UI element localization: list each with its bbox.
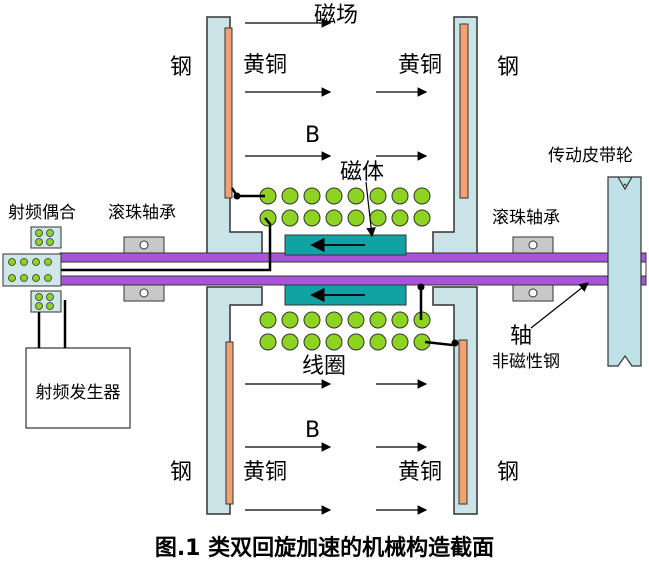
- coil-turn: [325, 333, 343, 351]
- rf-generator-box: [25, 347, 131, 429]
- label-coil: 线圈: [302, 354, 347, 379]
- coil-turn: [303, 333, 321, 351]
- coil-turn: [391, 311, 409, 329]
- label-steel-upper-right: 钢: [497, 55, 520, 80]
- label-magnetic-field: 磁场: [314, 3, 359, 28]
- coil-turn: [281, 311, 299, 329]
- coil-turn: [391, 333, 409, 351]
- field-arrows: [245, 18, 428, 515]
- drive-pulley-body: [607, 176, 642, 367]
- coil-turn: [369, 187, 387, 205]
- coil-turn: [303, 187, 321, 205]
- coil-turn: [303, 209, 321, 227]
- rf-generator-leads: [37, 300, 67, 348]
- right-bearing: [512, 236, 554, 302]
- label-rf-generator: 射频发生器: [35, 383, 121, 403]
- label-steel-lower-left: 钢: [170, 460, 193, 485]
- brass-strip-left-upper: [224, 27, 233, 199]
- coil-turn: [347, 187, 365, 205]
- coil-turn: [369, 311, 387, 329]
- label-b-field-upper: B: [305, 123, 321, 148]
- coil-turn: [325, 209, 343, 227]
- coil-turn: [325, 187, 343, 205]
- coil-turn: [325, 311, 343, 329]
- rf-coupling-bottom-block: [30, 290, 62, 313]
- coil-turn: [413, 187, 431, 205]
- coil-turn: [303, 311, 321, 329]
- label-brass-upper-right: 黄铜: [398, 53, 443, 78]
- label-rf-coupling: 射频偶合: [8, 203, 76, 223]
- coil-turn: [391, 187, 409, 205]
- label-brass-upper-left: 黄铜: [243, 53, 288, 78]
- coil-turn: [347, 209, 365, 227]
- left-steel-plate-lower: [206, 286, 263, 515]
- coil-turn: [281, 187, 299, 205]
- label-brass-lower-left: 黄铜: [243, 460, 288, 485]
- label-shaft: 轴: [510, 324, 533, 349]
- label-magnet: 磁体: [340, 160, 385, 185]
- label-steel-lower-right: 钢: [497, 460, 520, 485]
- label-bearing-right: 滚珠轴承: [492, 208, 560, 228]
- label-pulley: 传动皮带轮: [548, 146, 633, 166]
- figure-caption: 图.1 类双回旋加速的机械构造截面: [154, 536, 495, 561]
- brass-strip-right-upper: [459, 23, 469, 199]
- brass-strip-left-lower: [225, 341, 234, 505]
- coil-turn: [259, 311, 277, 329]
- shaft-lower-band: [59, 275, 647, 286]
- coil-turn: [369, 333, 387, 351]
- coil-turn: [347, 333, 365, 351]
- rf-coupling-shaft-end: [2, 253, 62, 287]
- label-steel-upper-left: 钢: [170, 55, 193, 80]
- left-bearing: [123, 236, 165, 302]
- coil-windings: [259, 187, 431, 351]
- label-b-field-lower: B: [305, 418, 321, 443]
- rf-coupling-top-block: [30, 226, 62, 249]
- coil-turn: [391, 209, 409, 227]
- label-brass-lower-right: 黄铜: [398, 460, 443, 485]
- coil-turn: [281, 333, 299, 351]
- coil-turn: [413, 209, 431, 227]
- label-bearing-left: 滚珠轴承: [108, 203, 176, 223]
- coil-turn: [347, 311, 365, 329]
- coil-turn: [259, 333, 277, 351]
- brass-strip-right-lower: [458, 339, 468, 505]
- coil-turn: [281, 209, 299, 227]
- label-non-magnetic-steel: 非磁性钢: [492, 352, 560, 372]
- coil-turn: [259, 209, 277, 227]
- coil-turn: [369, 209, 387, 227]
